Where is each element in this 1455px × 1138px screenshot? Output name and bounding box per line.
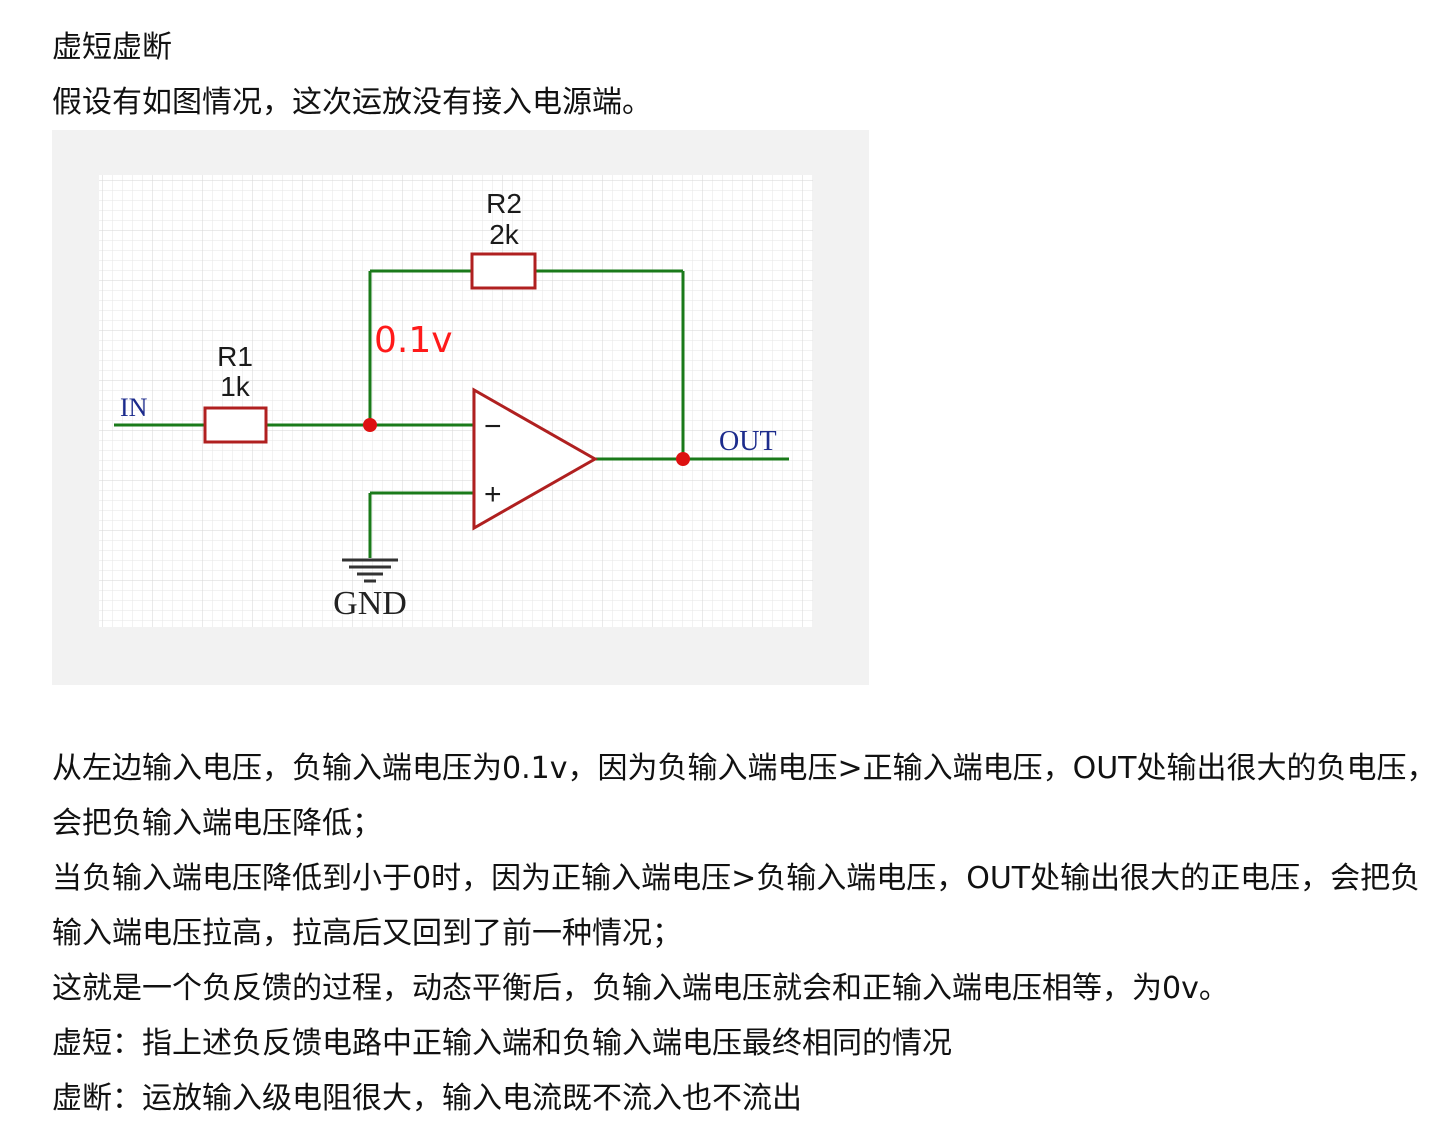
opamp-triangle [472, 387, 599, 531]
r1-name-label: R1 [217, 341, 253, 372]
input-label: IN [120, 393, 148, 422]
paragraph-negative-feedback-step2: 当负输入端电压降低到小于0时，因为正输入端电压>负输入端电压，OUT处输出很大的… [52, 861, 1421, 951]
opamp-minus-sign: − [484, 410, 502, 443]
explanation-body: 从左边输入电压，负输入端电压为0.1v，因为负输入端电压>正输入端电压，OUT处… [52, 741, 1442, 1126]
r2-name-label: R2 [486, 188, 522, 219]
page-heading: 虚短虚断 [52, 30, 172, 65]
paragraph-virtual-open: 虚断：运放输入级电阻很大，输入电流既不流入也不流出 [52, 1081, 802, 1116]
resistor-r1 [203, 406, 268, 444]
resistor-r2 [470, 252, 537, 290]
junction-node-output [676, 452, 690, 466]
handwritten-voltage-annotation: 0.1v [374, 320, 453, 361]
output-label: OUT [719, 426, 777, 457]
ground-label: GND [333, 585, 407, 622]
circuit-diagram: − + R1 1k R2 2k IN OUT GND 0.1v [99, 175, 813, 627]
paragraph-negative-feedback-step1: 从左边输入电压，负输入端电压为0.1v，因为负输入端电压>正输入端电压，OUT处… [52, 751, 1437, 841]
r2-value-label: 2k [489, 219, 520, 250]
circuit-figure: − + R1 1k R2 2k IN OUT GND 0.1v [52, 130, 869, 685]
paragraph-equilibrium: 这就是一个负反馈的过程，动态平衡后，负输入端电压就会和正输入端电压相等，为0v。 [52, 971, 1229, 1006]
junction-node-inverting [363, 418, 377, 432]
opamp-plus-sign: + [484, 478, 502, 511]
paragraph-virtual-short: 虚短：指上述负反馈电路中正输入端和负输入端电压最终相同的情况 [52, 1026, 952, 1061]
r1-value-label: 1k [220, 371, 251, 402]
ground-symbol [342, 558, 398, 583]
intro-text: 假设有如图情况，这次运放没有接入电源端。 [52, 85, 652, 120]
